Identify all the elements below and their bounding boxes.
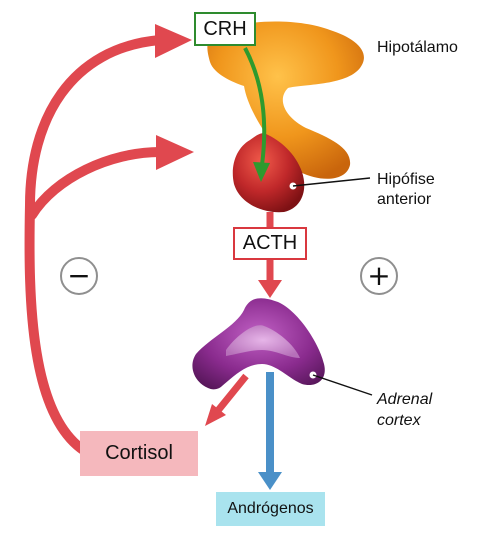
acth-arrow-head [258, 280, 282, 298]
crh-arrow-shaft [243, 47, 267, 166]
minus-sign: − [60, 257, 98, 295]
acth-label: ACTH [242, 232, 298, 254]
plus-sign: + [360, 257, 398, 295]
feedback-arrow-head-middle [156, 135, 194, 170]
androgens-box: Andrógenos [216, 492, 325, 526]
feedback-arrow-branch [27, 147, 165, 220]
cortisol-arrow-head [205, 404, 226, 426]
adrenal-medulla [226, 325, 300, 358]
cortisol-label: Cortisol [105, 442, 173, 464]
hypothalamus-label: Hipotálamo [377, 39, 458, 56]
crh-box: CRH [194, 12, 256, 46]
adrenal-label-line2: cortex [377, 412, 421, 429]
acth-box: ACTH [233, 227, 307, 260]
feedback-arrow-shaft [24, 35, 165, 458]
adrenal-label-line1: Adrenal [377, 391, 433, 408]
feedback-arrow-head-top [155, 24, 192, 58]
cortisol-box: Cortisol [80, 431, 198, 476]
androgen-arrow-head [258, 472, 282, 490]
pituitary-label-line1: Hipófise [377, 171, 435, 188]
cortisol-arrow-shaft [213, 373, 249, 416]
hypothalamus-organ [207, 21, 364, 179]
pituitary-leader-line [292, 177, 371, 187]
crh-arrow-head [253, 162, 270, 182]
pituitary-organ [232, 133, 305, 213]
androgens-label: Andrógenos [227, 500, 314, 517]
pituitary-label-line2: anterior [377, 191, 432, 208]
crh-label: CRH [203, 17, 247, 40]
adrenal-leader-line [312, 374, 373, 396]
